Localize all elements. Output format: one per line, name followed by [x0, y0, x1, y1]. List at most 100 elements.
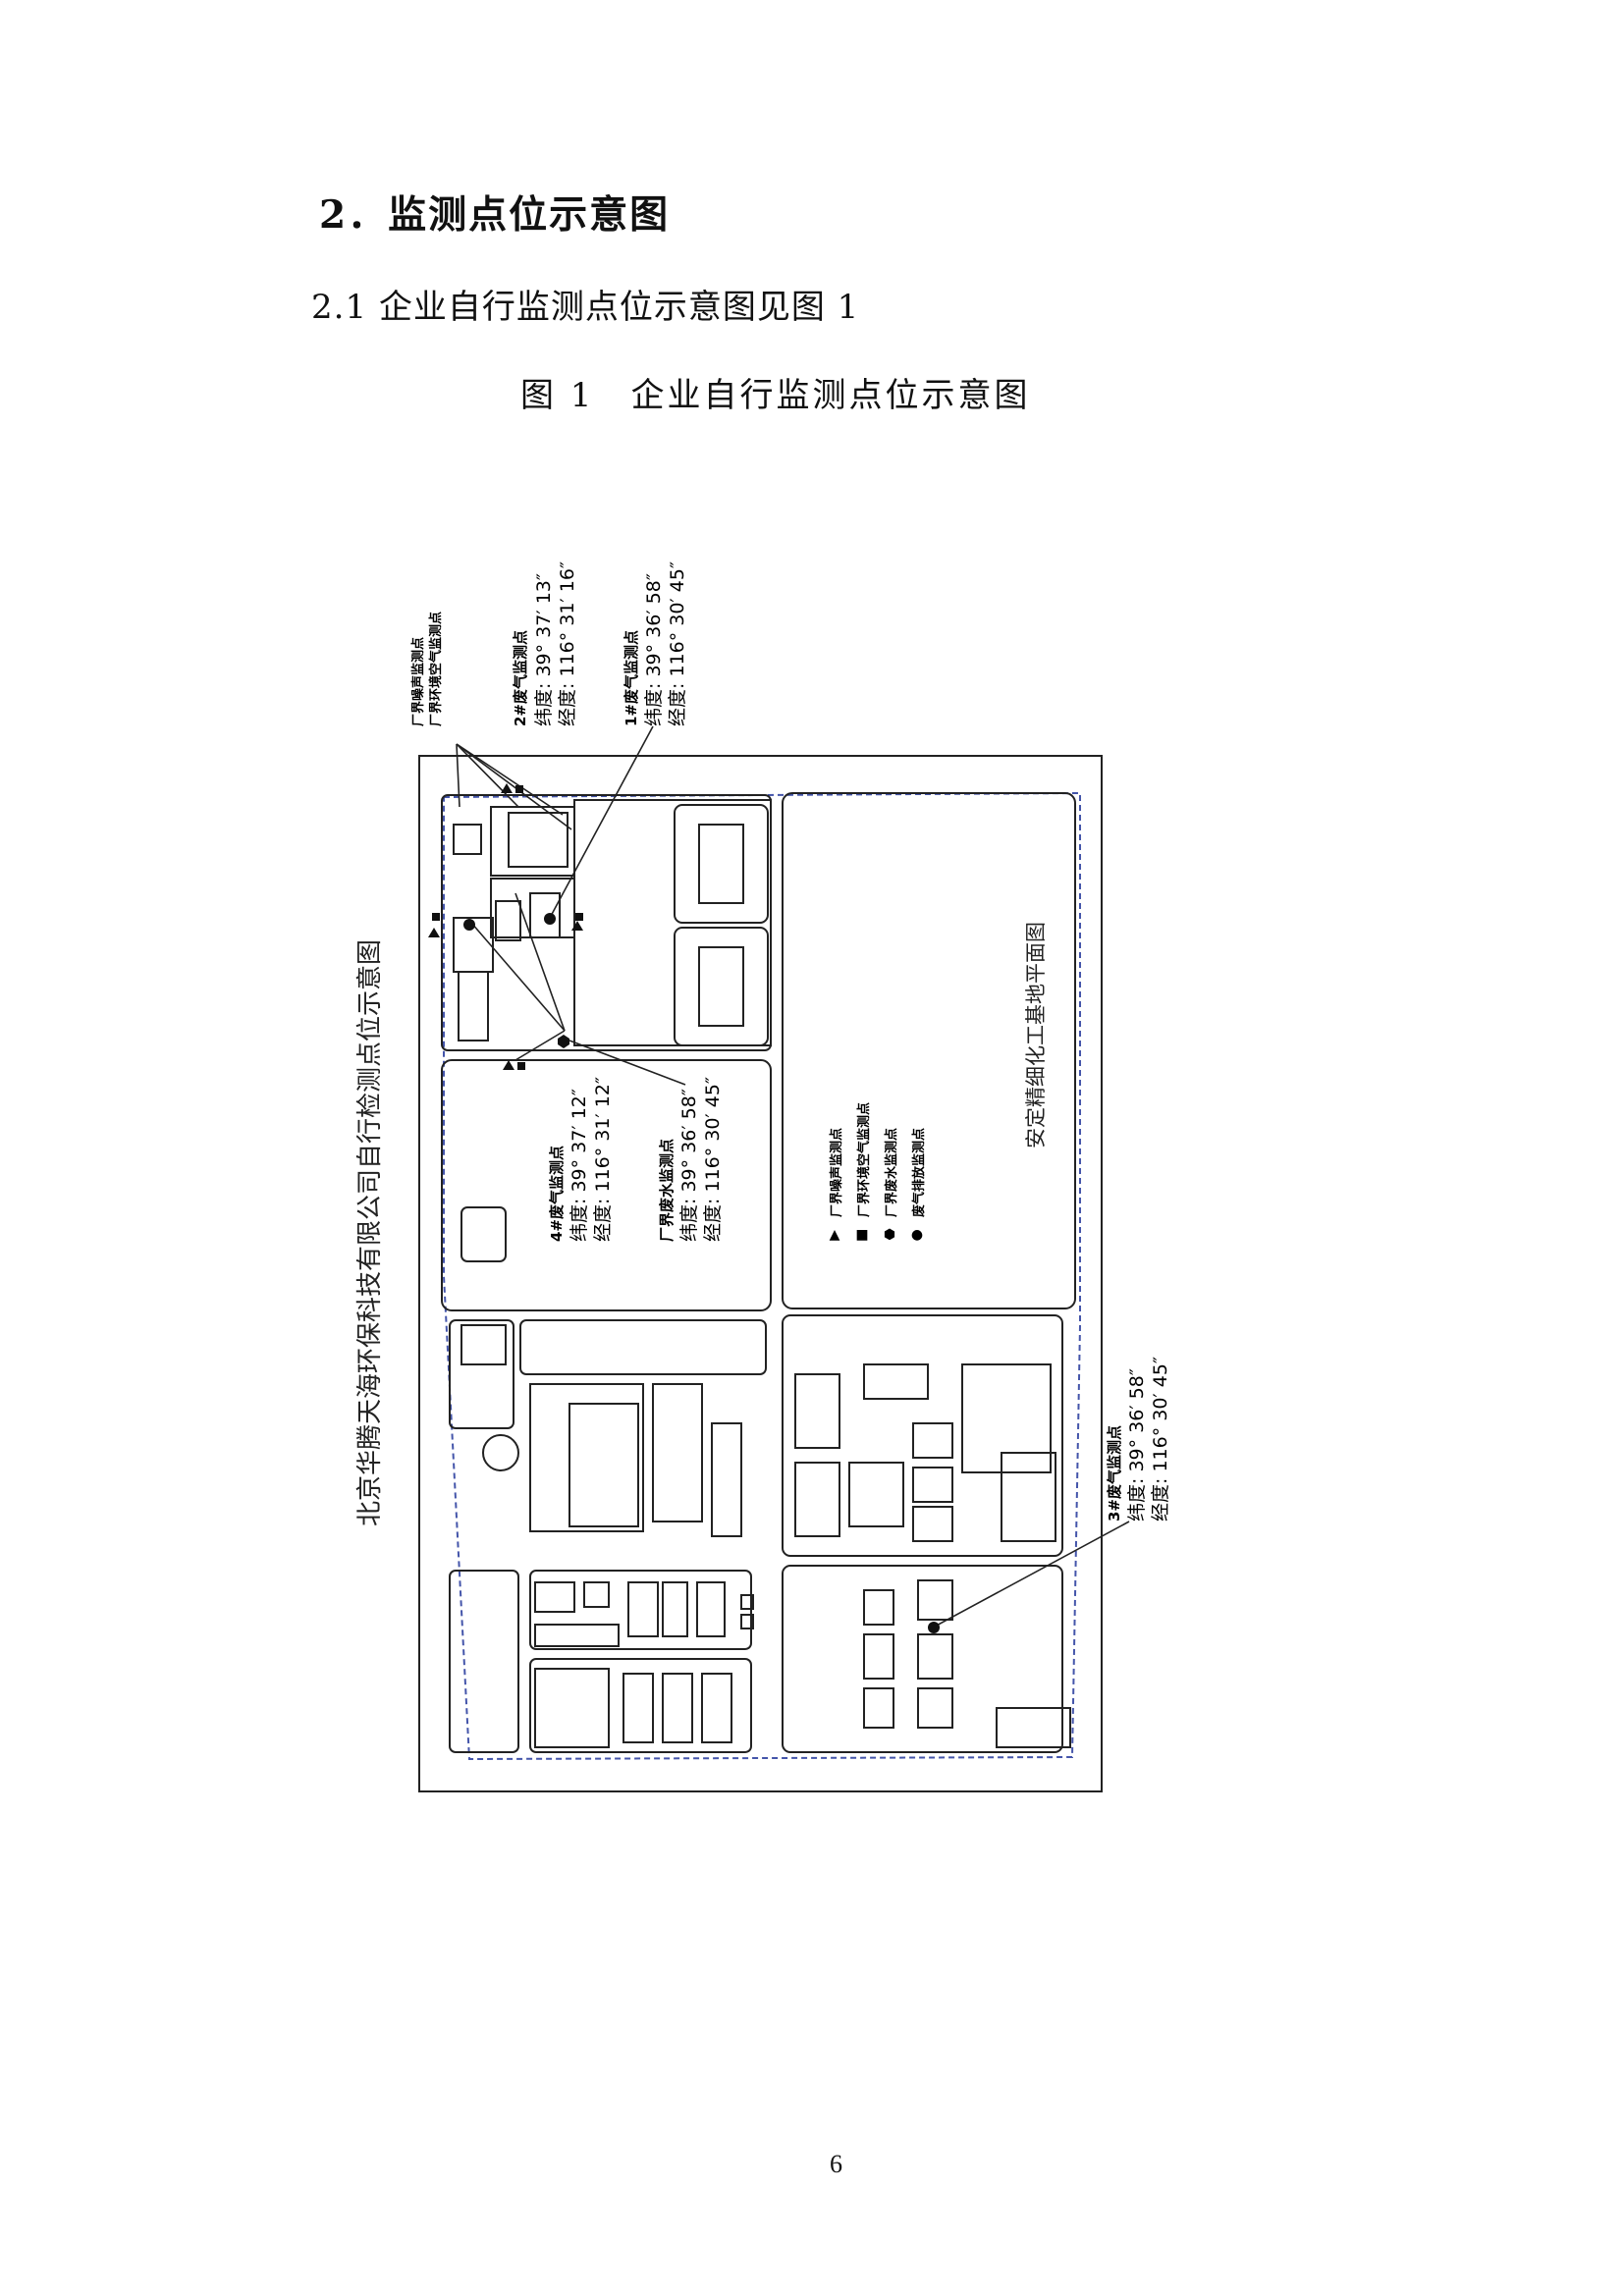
building — [917, 1579, 953, 1621]
plot — [519, 1319, 767, 1375]
site-boundary-line — [443, 791, 1081, 1761]
plot — [674, 804, 769, 924]
neighbor-plot — [782, 792, 1076, 1309]
workshop-block — [490, 878, 575, 938]
callout-gas2-lat: 纬度: 39° 37′ 13″ — [533, 573, 555, 726]
leader-line — [470, 922, 566, 1032]
legend-symbol-noise: ▲ — [830, 1227, 840, 1243]
legend-symbol-exhaust: ● — [911, 1227, 923, 1243]
building — [794, 1462, 840, 1537]
exhaust-monitoring-point — [463, 919, 475, 931]
section-title: 2．监测点位示意图 — [319, 192, 671, 238]
leader-line — [568, 1040, 686, 1086]
map-frame — [418, 755, 1103, 1792]
leader-line — [456, 743, 572, 830]
callout-noise-air-line1: 厂界噪声监测点 — [410, 637, 426, 726]
callout-noise-air-line2: 厂界环境空气监测点 — [428, 612, 444, 726]
building — [912, 1506, 953, 1542]
building — [568, 1403, 639, 1527]
legend-label-air: 厂界环境空气监测点 — [856, 1102, 872, 1217]
plot — [674, 927, 769, 1046]
leader-line — [456, 743, 564, 816]
callout-gas1-name: 1#废气监测点 — [623, 630, 640, 726]
exhaust-monitoring-point — [928, 1622, 940, 1633]
building — [662, 1581, 688, 1637]
tank-block — [453, 824, 482, 855]
building — [529, 1383, 644, 1532]
plot — [449, 1570, 519, 1753]
building — [961, 1363, 1052, 1473]
callout-gas3-lon: 经度: 116° 30′ 45″ — [1150, 1357, 1171, 1522]
building — [794, 1373, 840, 1449]
page-number: 6 — [830, 2150, 842, 2178]
building — [996, 1707, 1071, 1748]
wastewater-monitoring-point — [558, 1035, 569, 1048]
building — [912, 1467, 953, 1503]
noise-monitoring-point — [503, 1060, 514, 1070]
building — [698, 824, 744, 904]
building — [583, 1581, 610, 1608]
leader-line — [549, 725, 654, 919]
callout-gas3-name: 3#废气监测点 — [1106, 1425, 1123, 1522]
map-legend: ▲ 厂界噪声监测点 ■ 厂界环境空气监测点 ⬢ 厂界废水监测点 ● 废气排放监测… — [829, 1102, 927, 1243]
building — [863, 1589, 894, 1626]
plot — [782, 1314, 1063, 1557]
building — [848, 1462, 904, 1527]
noise-monitoring-point — [501, 783, 513, 793]
legend-label-noise: 厂界噪声监测点 — [829, 1128, 844, 1217]
building — [917, 1687, 953, 1729]
roundabout — [482, 1434, 519, 1471]
exhaust-monitoring-point — [544, 913, 556, 925]
air-monitoring-point — [515, 785, 523, 793]
leader-line — [514, 1030, 566, 1061]
air-monitoring-point — [432, 913, 440, 921]
tank-block — [495, 900, 521, 941]
building — [1001, 1452, 1056, 1542]
building — [863, 1363, 929, 1400]
legend-label-water: 厂界废水监测点 — [884, 1128, 899, 1217]
building — [627, 1581, 659, 1637]
building — [534, 1581, 575, 1613]
tank-block — [508, 812, 568, 868]
callout-water-lat: 纬度: 39° 36′ 58″ — [678, 1089, 700, 1242]
leader-line — [514, 892, 566, 1032]
figure-caption: 图 1 企业自行监测点位示意图 — [520, 376, 1031, 415]
building — [652, 1383, 703, 1522]
plot — [529, 1658, 752, 1753]
tank-block — [529, 892, 561, 938]
building — [740, 1594, 754, 1610]
callout-gas4-lat: 纬度: 39° 37′ 12″ — [568, 1089, 590, 1242]
plot — [441, 1059, 772, 1311]
air-monitoring-point — [575, 913, 583, 921]
callout-water-lon: 经度: 116° 30′ 45″ — [702, 1077, 724, 1242]
legend-symbol-air: ■ — [855, 1227, 868, 1243]
leader-line — [932, 1521, 1130, 1629]
callout-gas2-name: 2#废气监测点 — [512, 630, 529, 726]
callout-gas3-lat: 纬度: 39° 36′ 58″ — [1126, 1368, 1148, 1522]
building — [534, 1668, 610, 1748]
legend-label-exhaust: 废气排放监测点 — [911, 1128, 927, 1217]
building — [460, 1206, 507, 1262]
callout-gas2-lon: 经度: 116° 31′ 16″ — [557, 561, 578, 726]
building — [711, 1422, 742, 1537]
office-block — [490, 806, 575, 877]
leader-line — [456, 743, 460, 808]
subsection-title: 2.1 企业自行监测点位示意图见图 1 — [311, 288, 860, 327]
building — [740, 1614, 754, 1629]
equipment-block — [458, 971, 489, 1041]
noise-monitoring-point — [571, 921, 583, 931]
building — [698, 946, 744, 1027]
building — [623, 1673, 654, 1743]
building — [460, 1324, 507, 1365]
callout-gas1-lat: 纬度: 39° 36′ 58″ — [643, 573, 665, 726]
map-title: 北京华腾天海环保科技有限公司自行检测点位示意图 — [355, 939, 385, 1526]
building — [912, 1422, 953, 1459]
callout-water-name: 厂界废水监测点 — [658, 1139, 676, 1242]
callout-gas1-lon: 经度: 116° 30′ 45″ — [667, 561, 688, 726]
building — [917, 1633, 953, 1680]
noise-monitoring-point — [428, 928, 440, 937]
air-monitoring-point — [517, 1062, 525, 1070]
legend-symbol-water: ⬢ — [884, 1227, 895, 1243]
callout-gas4-name: 4#废气监测点 — [548, 1146, 566, 1242]
